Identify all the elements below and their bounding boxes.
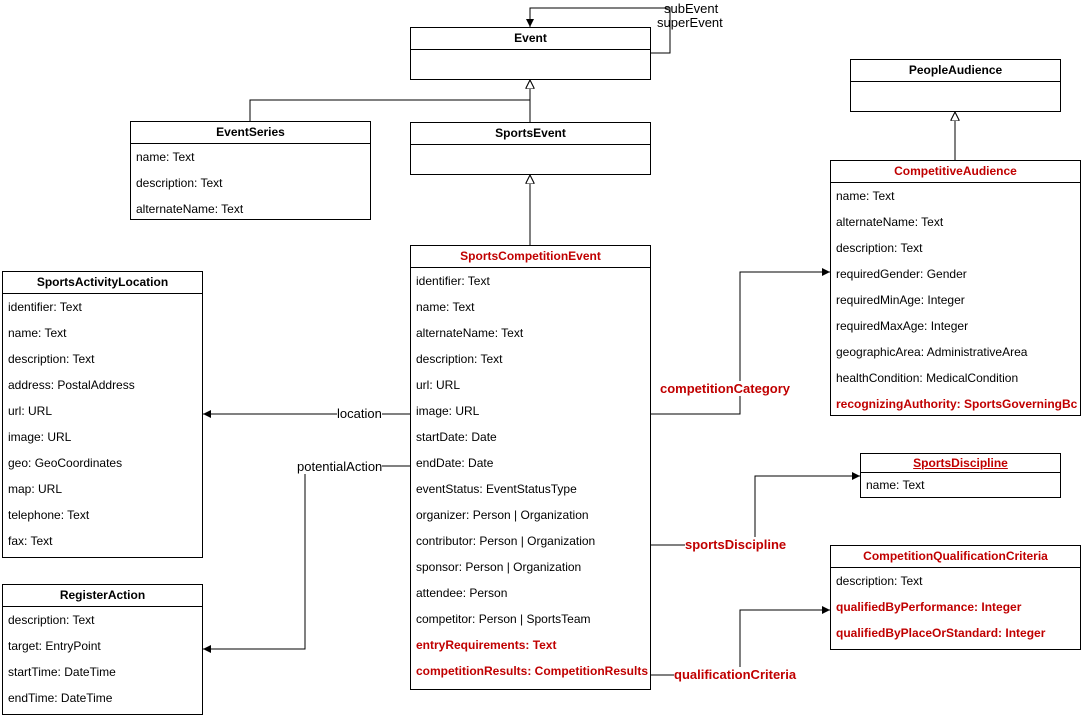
attribute: eventStatus: EventStatusType bbox=[416, 482, 577, 496]
attribute: name: Text bbox=[836, 189, 895, 203]
attribute: image: URL bbox=[8, 430, 72, 444]
attribute: organizer: Person | Organization bbox=[416, 508, 589, 522]
class-name: SportsCompetitionEvent bbox=[411, 246, 650, 268]
class-name: CompetitionQualificationCriteria bbox=[831, 546, 1080, 568]
attribute-highlighted: entryRequirements: Text bbox=[416, 638, 557, 652]
class-competition-qualification-criteria[interactable]: CompetitionQualificationCriteria descrip… bbox=[830, 545, 1081, 650]
attribute-highlighted: qualifiedByPlaceOrStandard: Integer bbox=[836, 626, 1046, 640]
label-sub-event: subEvent bbox=[664, 1, 719, 16]
label-competition-category: competitionCategory bbox=[660, 381, 791, 396]
class-sports-competition-event[interactable]: SportsCompetitionEvent identifier: Text … bbox=[410, 245, 651, 690]
attribute: requiredGender: Gender bbox=[836, 267, 967, 281]
class-name: CompetitiveAudience bbox=[831, 161, 1080, 183]
attribute: description: Text bbox=[8, 613, 95, 627]
label-qualification-criteria: qualificationCriteria bbox=[674, 667, 797, 682]
attribute: url: URL bbox=[8, 404, 53, 418]
class-name: PeopleAudience bbox=[851, 60, 1060, 82]
attribute: endTime: DateTime bbox=[8, 691, 113, 705]
edge-potential-action bbox=[203, 465, 410, 653]
attribute: name: Text bbox=[8, 326, 67, 340]
class-name: SportsActivityLocation bbox=[3, 272, 202, 294]
attribute: geo: GeoCoordinates bbox=[8, 456, 123, 470]
attribute-highlighted: qualifiedByPerformance: Integer bbox=[836, 600, 1022, 614]
attribute: contributor: Person | Organization bbox=[416, 534, 596, 548]
label-potential-action: potentialAction bbox=[297, 459, 383, 474]
attribute: description: Text bbox=[8, 352, 95, 366]
attribute: name: Text bbox=[136, 150, 195, 164]
class-sports-activity-location[interactable]: SportsActivityLocation identifier: Text … bbox=[2, 271, 203, 558]
class-name: SportsDiscipline bbox=[861, 454, 1060, 473]
attribute: sponsor: Person | Organization bbox=[416, 560, 582, 574]
attribute: identifier: Text bbox=[8, 300, 82, 314]
attribute: target: EntryPoint bbox=[8, 639, 101, 653]
attribute: alternateName: Text bbox=[416, 326, 524, 340]
edge-eventseries-event bbox=[249, 99, 530, 122]
attribute: map: URL bbox=[8, 482, 63, 496]
attribute: telephone: Text bbox=[8, 508, 90, 522]
attribute: alternateName: Text bbox=[836, 215, 944, 229]
class-name: Event bbox=[411, 28, 650, 50]
label-sports-discipline: sportsDiscipline bbox=[685, 537, 787, 552]
class-event-series[interactable]: EventSeries name: Text description: Text… bbox=[130, 121, 371, 220]
attribute: startDate: Date bbox=[416, 430, 497, 444]
attribute: fax: Text bbox=[8, 534, 53, 548]
attribute-highlighted: competitionResults: CompetitionResults bbox=[416, 664, 649, 678]
class-register-action[interactable]: RegisterAction description: Text target:… bbox=[2, 584, 203, 715]
class-competitive-audience[interactable]: CompetitiveAudience name: Text alternate… bbox=[830, 160, 1081, 416]
attribute: identifier: Text bbox=[416, 274, 490, 288]
edge-competition-category bbox=[650, 268, 830, 415]
class-sports-discipline[interactable]: SportsDiscipline name: Text bbox=[860, 453, 1061, 498]
class-event[interactable]: Event bbox=[410, 27, 651, 80]
attribute: url: URL bbox=[416, 378, 461, 392]
attribute: requiredMinAge: Integer bbox=[836, 293, 965, 307]
class-name: SportsEvent bbox=[411, 123, 650, 145]
edge-event-self bbox=[526, 7, 671, 54]
class-name: EventSeries bbox=[131, 122, 370, 144]
attribute: name: Text bbox=[866, 478, 925, 492]
attribute: address: PostalAddress bbox=[8, 378, 135, 392]
class-name: RegisterAction bbox=[3, 585, 202, 607]
attribute: name: Text bbox=[416, 300, 475, 314]
attribute: alternateName: Text bbox=[136, 202, 244, 216]
attribute: attendee: Person bbox=[416, 586, 508, 600]
attribute: description: Text bbox=[136, 176, 223, 190]
attribute-highlighted: recognizingAuthority: SportsGoverningBc bbox=[836, 397, 1078, 411]
label-super-event: superEvent bbox=[657, 15, 723, 30]
attribute: image: URL bbox=[416, 404, 480, 418]
attribute: requiredMaxAge: Integer bbox=[836, 319, 969, 333]
edge-sports-discipline bbox=[650, 472, 860, 546]
class-sports-event[interactable]: SportsEvent bbox=[410, 122, 651, 175]
class-people-audience[interactable]: PeopleAudience bbox=[850, 59, 1061, 112]
attribute: geographicArea: AdministrativeArea bbox=[836, 345, 1028, 359]
attribute: healthCondition: MedicalCondition bbox=[836, 371, 1019, 385]
attribute: description: Text bbox=[416, 352, 503, 366]
attribute: startTime: DateTime bbox=[8, 665, 116, 679]
attribute: description: Text bbox=[836, 574, 923, 588]
attribute: endDate: Date bbox=[416, 456, 494, 470]
attribute: description: Text bbox=[836, 241, 923, 255]
edge-qualification-criteria bbox=[650, 606, 830, 676]
label-location: location bbox=[337, 406, 382, 421]
attribute: competitor: Person | SportsTeam bbox=[416, 612, 591, 626]
